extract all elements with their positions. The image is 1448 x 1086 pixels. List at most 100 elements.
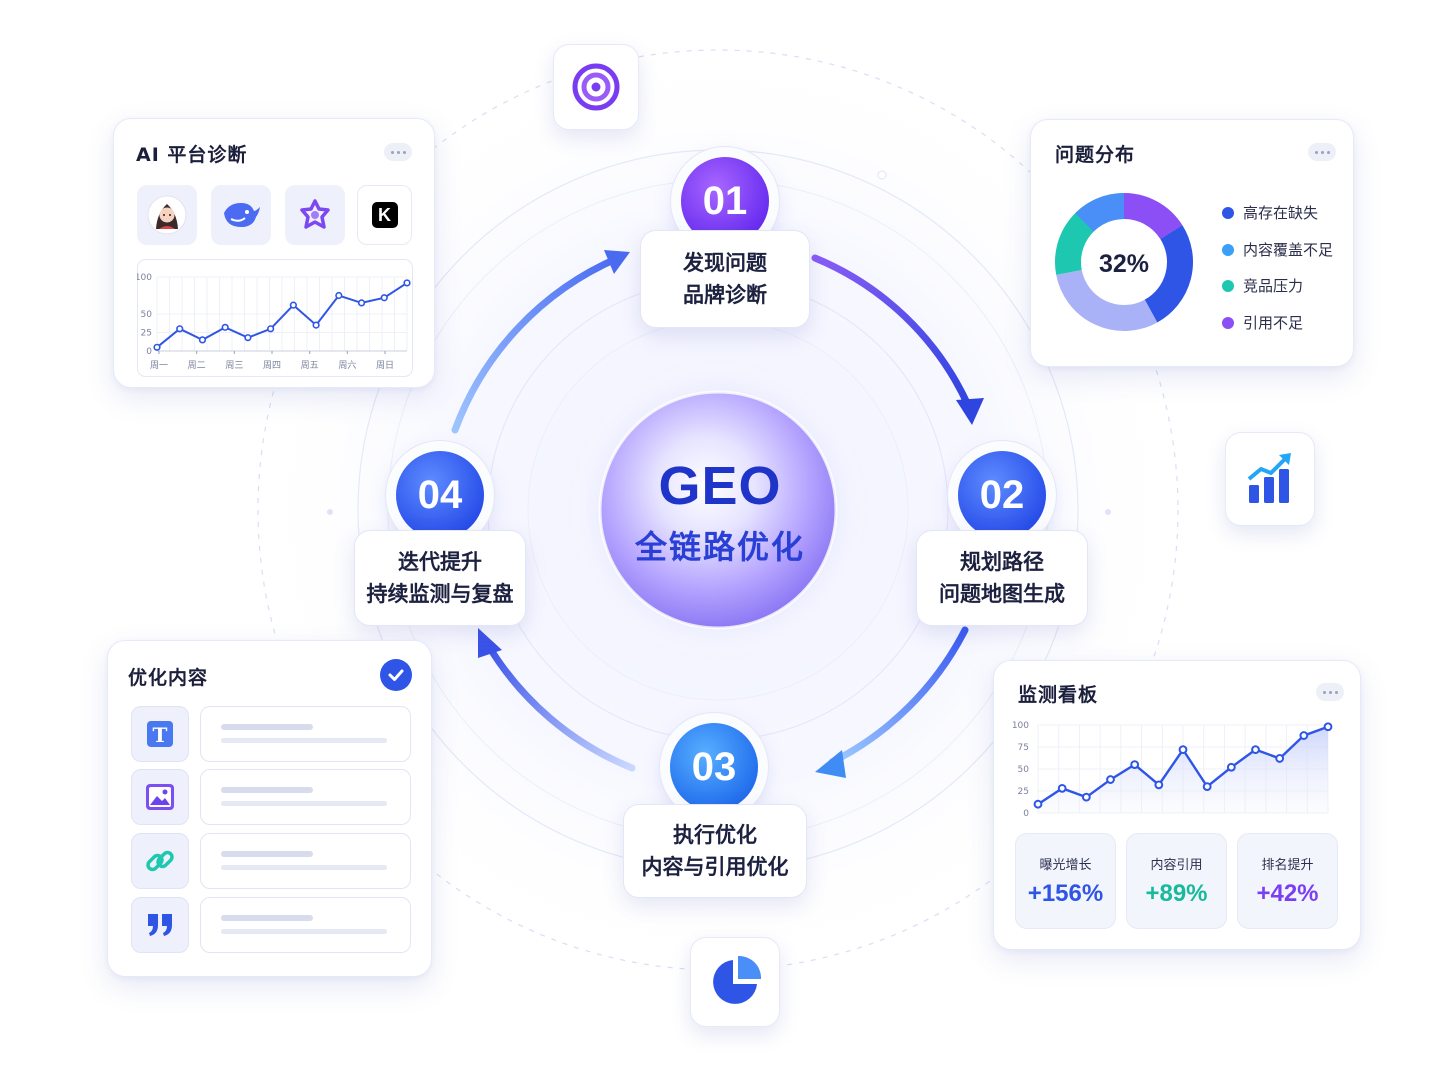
data-point bbox=[1081, 792, 1091, 802]
target-icon bbox=[572, 63, 620, 111]
data-point bbox=[403, 279, 411, 287]
step-04-badge: 04 bbox=[396, 451, 484, 539]
step-03-title: 执行优化 bbox=[673, 823, 757, 847]
data-point bbox=[1251, 745, 1260, 755]
platform-k-button[interactable]: K bbox=[357, 185, 412, 245]
text-content-row bbox=[200, 706, 411, 762]
y-tick-label: 0 bbox=[1023, 809, 1029, 819]
platform-star-button[interactable] bbox=[285, 185, 345, 245]
legend-item: 竞品压力 bbox=[1222, 275, 1303, 296]
data-point bbox=[1130, 760, 1140, 769]
data-point bbox=[289, 301, 297, 309]
y-tick-label: 100 bbox=[137, 273, 152, 283]
ai-card-more-button[interactable] bbox=[384, 143, 412, 161]
data-point bbox=[153, 343, 161, 351]
legend-label: 高存在缺失 bbox=[1243, 204, 1319, 222]
data-point bbox=[1106, 775, 1115, 784]
link-icon bbox=[146, 850, 174, 872]
data-point bbox=[1033, 799, 1043, 809]
step-04-label[interactable]: 迭代提升 持续监测与复盘 bbox=[354, 530, 526, 626]
growth-chart-icon bbox=[1247, 453, 1291, 503]
legend-label: 内容覆盖不足 bbox=[1243, 241, 1334, 259]
pie-chart-icon bbox=[713, 956, 761, 1004]
step-02-desc: 问题地图生成 bbox=[939, 582, 1065, 606]
stat-card-ranking: 排名提升 +42% bbox=[1237, 833, 1338, 929]
step-03-label[interactable]: 执行优化 内容与引用优化 bbox=[623, 804, 807, 898]
y-tick-label: 25 bbox=[1018, 787, 1029, 797]
text-icon: T bbox=[147, 721, 173, 747]
issue-distribution-title: 问题分布 bbox=[1055, 144, 1136, 166]
x-tick-label: 周二 bbox=[188, 360, 206, 371]
avatar-icon bbox=[147, 195, 187, 235]
data-point bbox=[1226, 762, 1236, 772]
platform-avatar-button[interactable] bbox=[137, 185, 197, 245]
data-point bbox=[198, 336, 207, 344]
platform-whale-button[interactable] bbox=[211, 185, 271, 245]
issue-card-more-button[interactable] bbox=[1308, 143, 1336, 161]
svg-text:T: T bbox=[153, 723, 168, 747]
x-tick-label: 周一 bbox=[150, 360, 168, 371]
step-01-desc: 品牌诊断 bbox=[683, 283, 767, 307]
image-content-button[interactable] bbox=[131, 769, 189, 825]
stat-label: 曝光增长 bbox=[1039, 858, 1092, 873]
donut-slice bbox=[1144, 225, 1193, 323]
step-01-label[interactable]: 发现问题 品牌诊断 bbox=[640, 230, 810, 328]
k-logo-icon: K bbox=[371, 202, 398, 228]
series-area bbox=[1038, 726, 1328, 813]
x-tick-label: 周日 bbox=[376, 360, 394, 371]
data-point bbox=[267, 325, 275, 333]
link-content-row bbox=[200, 833, 411, 889]
step-04-title: 迭代提升 bbox=[398, 550, 482, 574]
y-tick-label: 25 bbox=[141, 329, 152, 339]
y-tick-label: 0 bbox=[146, 347, 152, 357]
pie-icon-tile[interactable] bbox=[690, 937, 780, 1027]
stat-value: +42% bbox=[1256, 880, 1319, 907]
check-circle-icon[interactable] bbox=[380, 659, 412, 691]
text-content-button[interactable]: T bbox=[131, 706, 189, 762]
stat-label: 内容引用 bbox=[1150, 858, 1203, 873]
data-point bbox=[176, 325, 184, 333]
stat-card-exposure: 曝光增长 +156% bbox=[1015, 833, 1116, 929]
data-point bbox=[1323, 722, 1333, 732]
core-title: GEO bbox=[658, 456, 782, 516]
stat-card-citation: 内容引用 +89% bbox=[1126, 833, 1227, 929]
y-tick-label: 75 bbox=[1018, 743, 1029, 753]
bar-chart-icon-tile[interactable] bbox=[1225, 432, 1315, 526]
legend-item: 高存在缺失 bbox=[1222, 202, 1318, 223]
data-point bbox=[1202, 782, 1212, 791]
series-line bbox=[156, 282, 408, 349]
target-icon-tile[interactable] bbox=[553, 44, 639, 130]
data-point bbox=[244, 334, 252, 342]
data-point bbox=[221, 323, 229, 331]
star-logo-icon bbox=[300, 199, 330, 229]
step-02-badge: 02 bbox=[958, 451, 1046, 539]
step-02-label[interactable]: 规划路径 问题地图生成 bbox=[916, 530, 1088, 626]
donut-slice bbox=[1123, 193, 1183, 240]
step-03-desc: 内容与引用优化 bbox=[641, 855, 789, 879]
stat-value: +156% bbox=[1027, 880, 1104, 907]
data-point bbox=[380, 294, 388, 302]
issue-donut-chart: 32% bbox=[1055, 193, 1193, 331]
data-point bbox=[1275, 754, 1285, 763]
monitor-card-more-button[interactable] bbox=[1316, 683, 1344, 701]
stat-value: +89% bbox=[1145, 880, 1208, 907]
data-point bbox=[1154, 780, 1164, 790]
y-tick-label: 100 bbox=[1012, 721, 1029, 731]
whale-logo-icon bbox=[224, 203, 260, 227]
donut-slice bbox=[1056, 269, 1158, 331]
step-02-title: 规划路径 bbox=[960, 550, 1044, 574]
image-content-row bbox=[200, 769, 411, 825]
legend-label: 竞品压力 bbox=[1243, 277, 1304, 295]
ai-line-chart: 02550100周一周二周三周四周五周六周日 bbox=[137, 259, 413, 377]
optimize-content-title: 优化内容 bbox=[128, 667, 209, 689]
quote-content-button[interactable] bbox=[131, 897, 189, 953]
link-content-button[interactable] bbox=[131, 833, 189, 889]
step-01-title: 发现问题 bbox=[683, 251, 767, 275]
ai-platform-title: AI 平台诊断 bbox=[136, 144, 248, 166]
monitor-dashboard-title: 监测看板 bbox=[1018, 684, 1099, 706]
legend-item: 引用不足 bbox=[1222, 312, 1303, 333]
x-tick-label: 周三 bbox=[225, 360, 243, 371]
y-tick-label: 50 bbox=[141, 310, 153, 320]
